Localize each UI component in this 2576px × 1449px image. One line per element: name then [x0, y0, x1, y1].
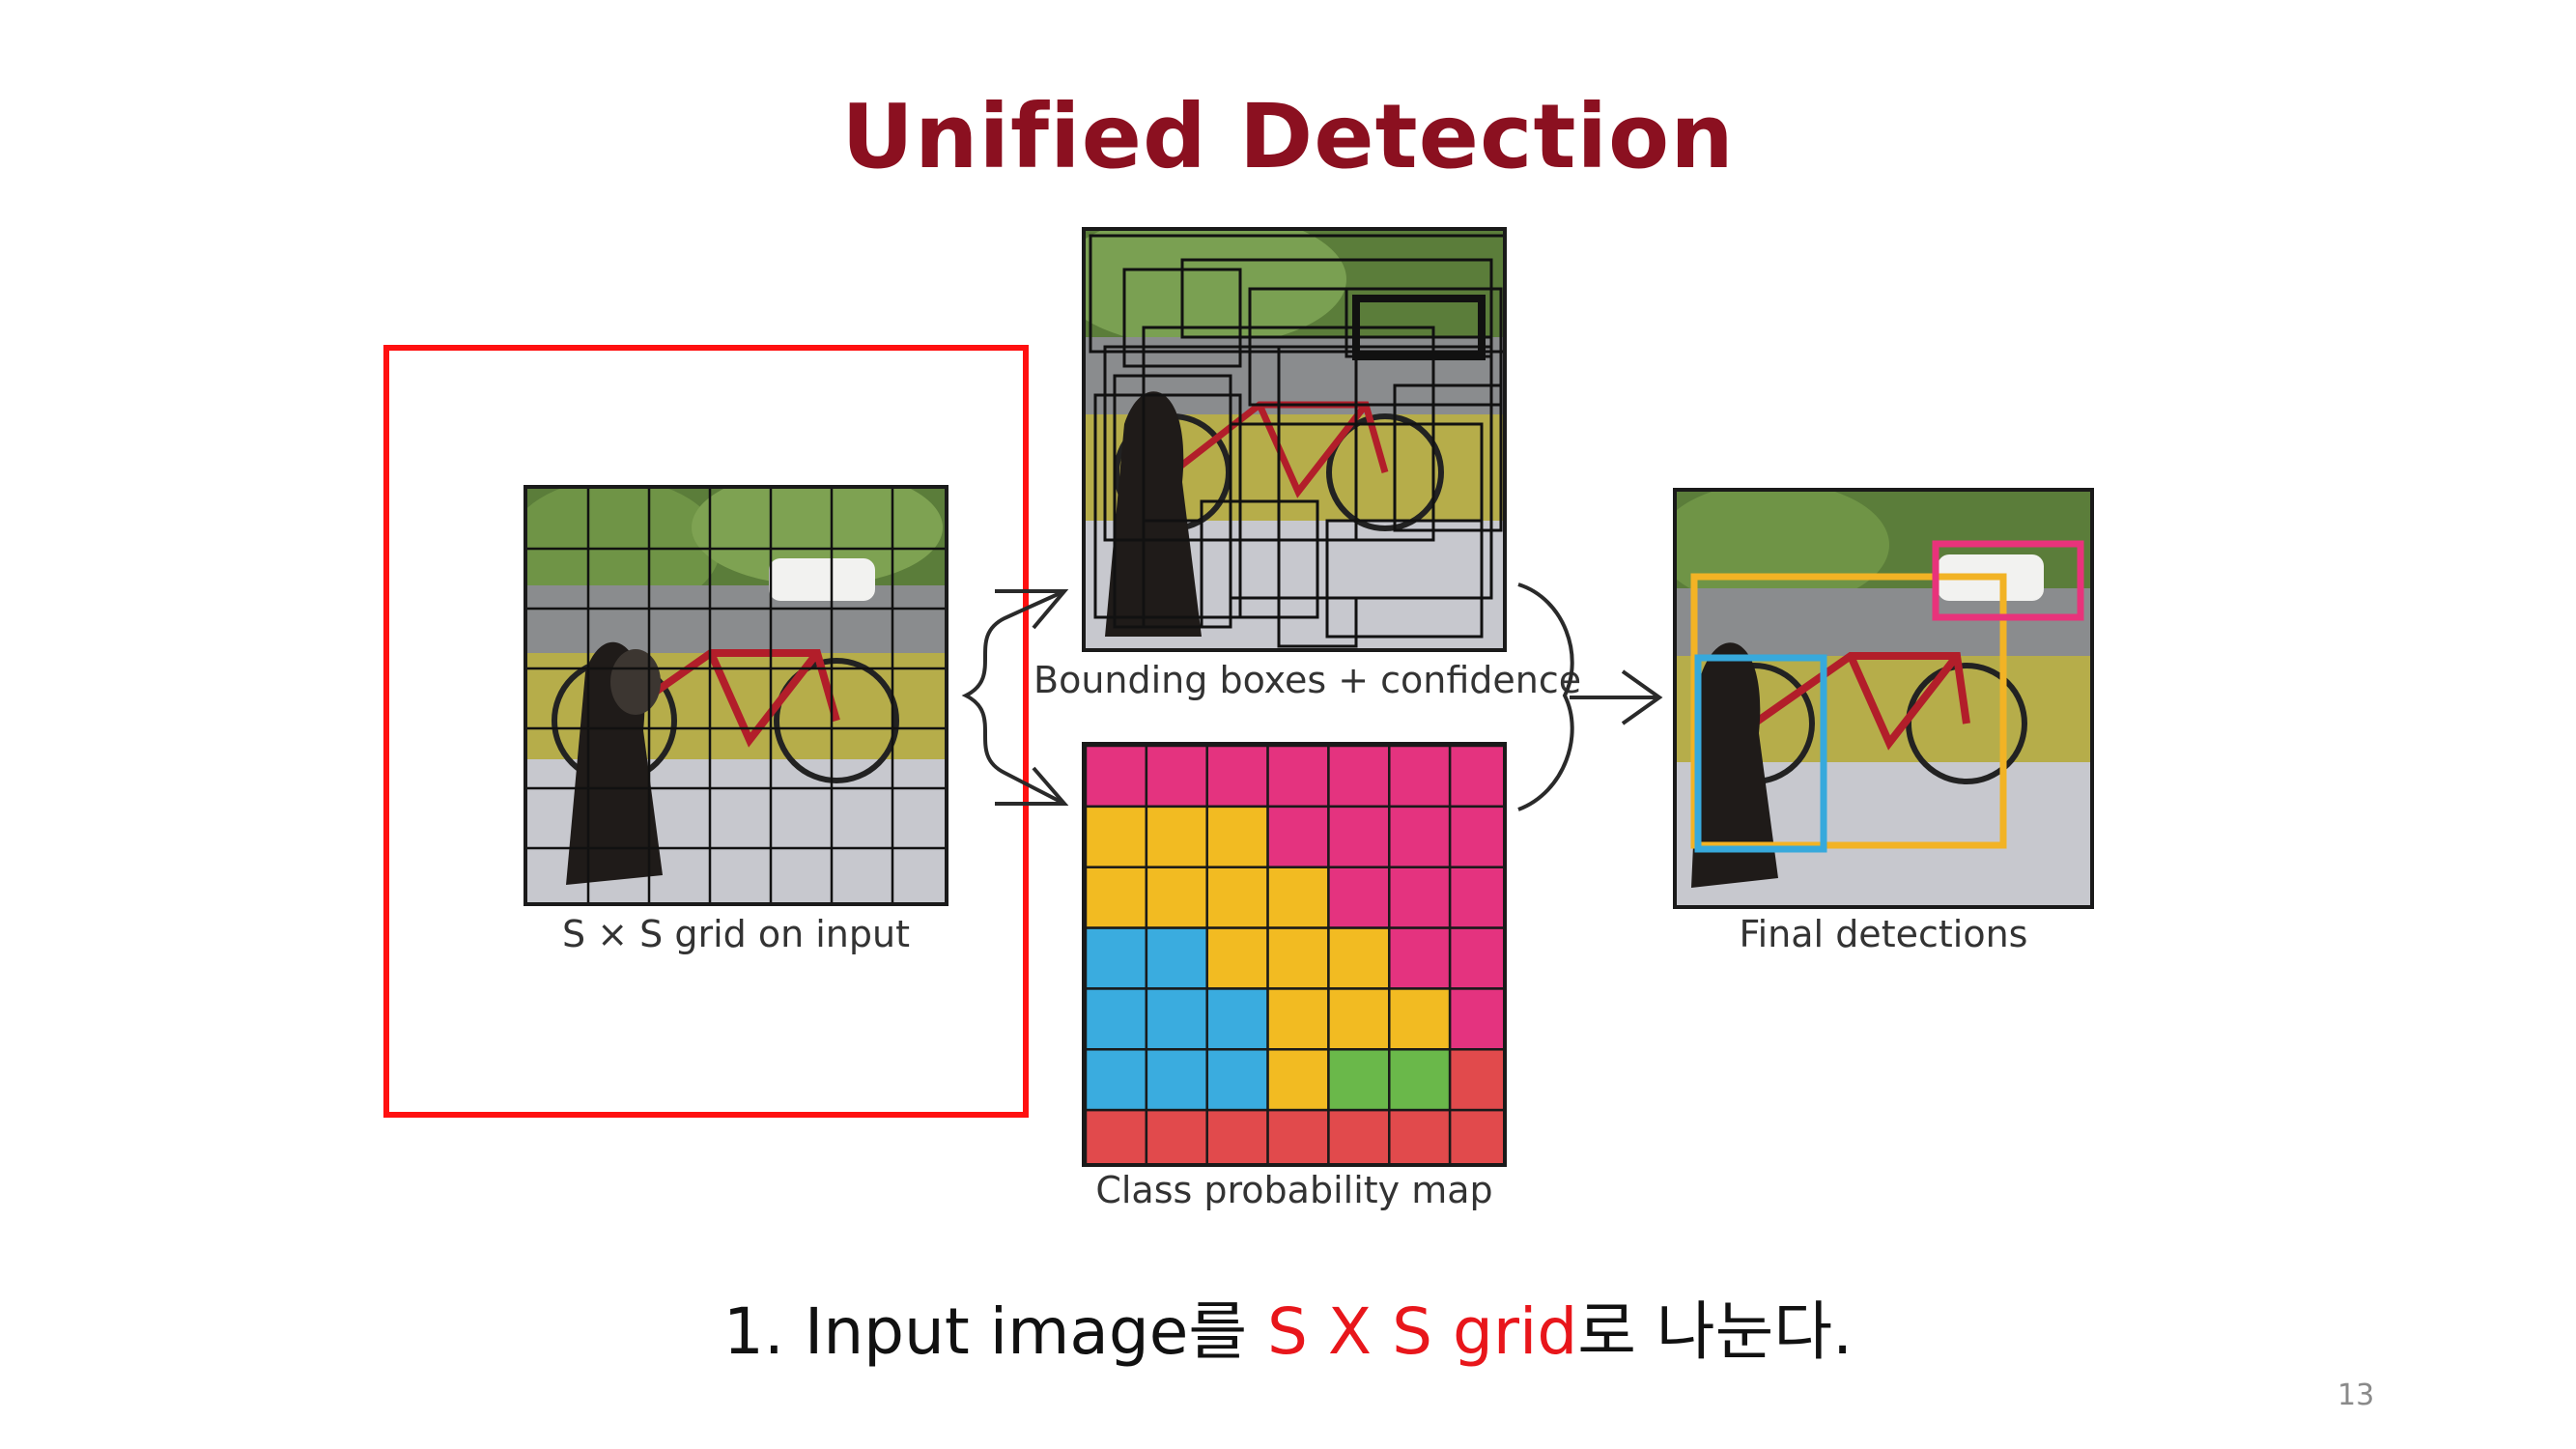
grid-lines	[527, 489, 945, 902]
slide-caption: 1. Input image를 S X S grid로 나눈다.	[0, 1280, 2576, 1373]
dog-detection-box	[1694, 654, 1827, 853]
class-cell-yellow	[1205, 926, 1269, 990]
slide-title: Unified Detection	[841, 85, 1735, 188]
class-probability-map-image	[1082, 742, 1507, 1167]
class-cell-blue	[1086, 987, 1148, 1051]
car-detection-box	[1932, 540, 2084, 621]
class-cell-magenta	[1388, 866, 1452, 929]
class-cell-red	[1388, 1108, 1452, 1163]
class-cell-yellow	[1205, 866, 1269, 929]
class-cell-green	[1388, 1048, 1452, 1112]
class-cell-magenta	[1448, 987, 1503, 1051]
class-cell-yellow	[1145, 805, 1208, 868]
right-arrow-icon	[1570, 669, 1663, 725]
class-cell-magenta	[1145, 746, 1208, 809]
class-cell-red	[1327, 1108, 1391, 1163]
class-map-grid	[1086, 746, 1503, 1163]
class-cell-magenta	[1086, 746, 1148, 809]
class-map-caption: Class probability map	[1095, 1169, 1493, 1211]
class-cell-red	[1266, 1108, 1330, 1163]
caption-highlight: S X S grid	[1267, 1294, 1578, 1369]
class-cell-magenta	[1388, 926, 1452, 990]
class-cell-blue	[1145, 1048, 1208, 1112]
class-cell-yellow	[1327, 987, 1391, 1051]
class-cell-blue	[1205, 1048, 1269, 1112]
highlight-box	[383, 345, 1029, 1118]
bicycle-detection-box	[1690, 573, 2007, 849]
bounding-boxes-photo	[1086, 231, 1503, 648]
class-cell-yellow	[1327, 926, 1391, 990]
bounding-boxes-image	[1082, 227, 1507, 652]
class-cell-yellow	[1086, 805, 1148, 868]
class-cell-magenta	[1205, 746, 1269, 809]
class-cell-red	[1448, 1108, 1503, 1163]
class-cell-magenta	[1448, 746, 1503, 809]
class-cell-magenta	[1327, 746, 1391, 809]
class-cell-yellow	[1145, 866, 1208, 929]
class-cell-red	[1448, 1048, 1503, 1112]
class-cell-magenta	[1327, 866, 1391, 929]
caption-prefix: 1. Input image를	[722, 1294, 1268, 1369]
class-cell-red	[1145, 1108, 1208, 1163]
class-cell-magenta	[1448, 926, 1503, 990]
final-detections-image	[1673, 488, 2094, 909]
class-cell-magenta	[1327, 805, 1391, 868]
class-cell-yellow	[1205, 805, 1269, 868]
caption-suffix: 로 나눈다.	[1577, 1294, 1854, 1369]
bounding-boxes-caption: Bounding boxes + confidence	[1033, 659, 1582, 701]
class-cell-green	[1327, 1048, 1391, 1112]
class-cell-magenta	[1388, 746, 1452, 809]
input-caption: S × S grid on input	[562, 913, 910, 955]
class-cell-blue	[1086, 926, 1148, 990]
class-cell-magenta	[1266, 746, 1330, 809]
class-cell-yellow	[1388, 987, 1452, 1051]
class-cell-yellow	[1266, 987, 1330, 1051]
input-grid-image	[524, 485, 948, 906]
class-cell-red	[1086, 1108, 1148, 1163]
class-cell-yellow	[1266, 866, 1330, 929]
predicted-boxes	[1089, 234, 1503, 648]
class-cell-blue	[1145, 987, 1208, 1051]
final-detections-photo	[1677, 492, 2090, 905]
input-photo	[527, 489, 945, 902]
class-cell-magenta	[1266, 805, 1330, 868]
class-cell-yellow	[1086, 866, 1148, 929]
class-cell-magenta	[1448, 805, 1503, 868]
class-cell-blue	[1086, 1048, 1148, 1112]
class-cell-magenta	[1388, 805, 1452, 868]
final-caption: Final detections	[1739, 913, 2028, 955]
class-cell-blue	[1205, 987, 1269, 1051]
page-number: 13	[2337, 1378, 2375, 1412]
class-cell-yellow	[1266, 1048, 1330, 1112]
class-cell-blue	[1145, 926, 1208, 990]
class-cell-red	[1205, 1108, 1269, 1163]
class-cell-yellow	[1266, 926, 1330, 990]
class-cell-magenta	[1448, 866, 1503, 929]
